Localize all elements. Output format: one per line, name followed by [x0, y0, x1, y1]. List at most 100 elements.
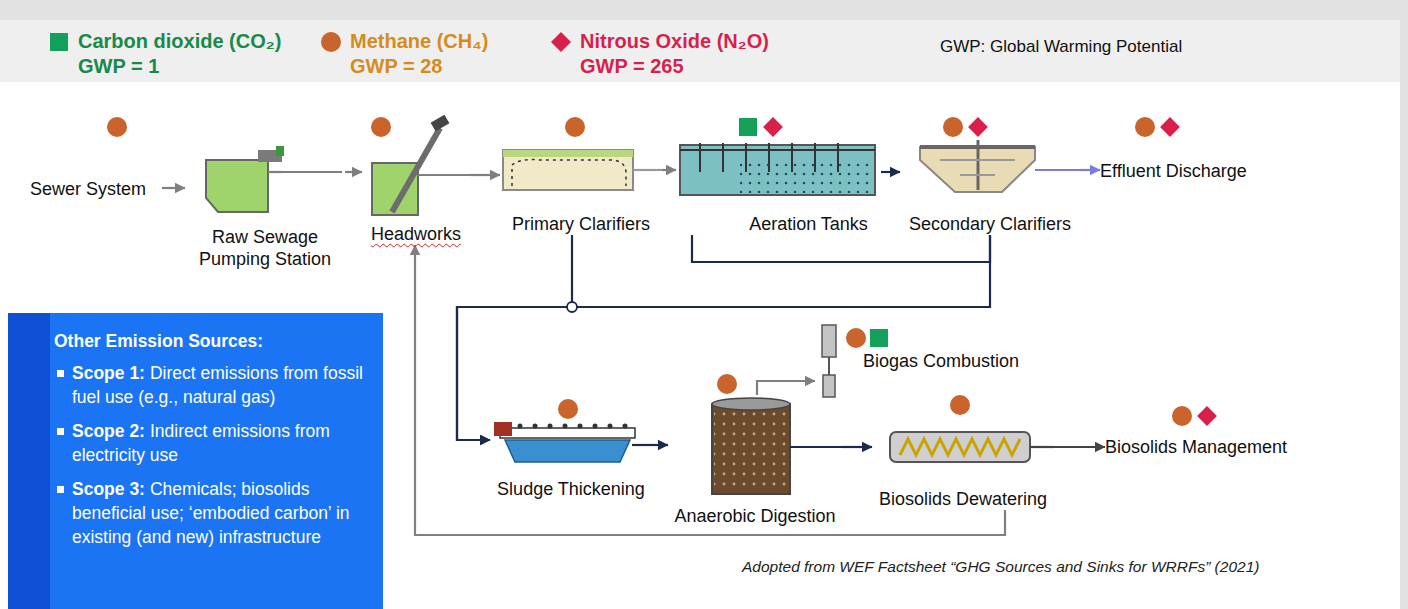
flow-connector: [757, 381, 815, 395]
pipe: [1035, 169, 1080, 171]
gwp-value: GWP = 1: [78, 54, 159, 78]
flow-connector: [692, 235, 990, 262]
belt-rollers: [518, 424, 628, 429]
unit-label: Raw Sewage Pumping Station: [185, 226, 345, 270]
digester-texture: [714, 412, 788, 492]
roller: [593, 424, 598, 429]
scope-name: Scope 3:: [72, 479, 145, 499]
feed-box: [494, 422, 512, 436]
legend-swatch: [320, 31, 342, 53]
methane-marker: [950, 395, 970, 415]
roller: [578, 424, 583, 429]
source-caption: Adopted from WEF Factsheet “GHG Sources …: [742, 557, 1259, 577]
unit-label: Sludge Thickening: [497, 478, 645, 500]
bar-screen: [392, 128, 440, 212]
unit-label: Biosolids Dewatering: [879, 488, 1047, 510]
unit-label: Anaerobic Digestion: [674, 505, 835, 527]
pipe: [790, 446, 842, 448]
co2-marker: [739, 118, 757, 136]
gwp-value: GWP = 28: [350, 54, 442, 78]
scope-name: Scope 2:: [72, 421, 145, 441]
process-unit: Secondary Clarifiers: [900, 135, 1080, 235]
legend-swatch: [48, 31, 70, 53]
methane-marker: [565, 117, 585, 137]
scope-name: Scope 1:: [72, 363, 145, 383]
flow-connector: [842, 446, 872, 448]
roller: [548, 424, 553, 429]
flow-connector: [1080, 169, 1100, 171]
flow-connector: [457, 235, 990, 440]
clarifier-rim: [503, 150, 633, 157]
methane-marker: [1135, 117, 1155, 137]
flow-connector: [345, 171, 362, 173]
aerator: [837, 143, 839, 172]
roller: [518, 424, 523, 429]
co2-marker: [870, 329, 888, 347]
methane-marker: [371, 117, 391, 137]
bullet-mark: [57, 486, 64, 493]
unit-label: Primary Clarifiers: [512, 213, 650, 235]
panel-heading: Other Emission Sources:: [54, 329, 369, 353]
digester-roof: [712, 398, 790, 410]
sludge-rake: [940, 160, 1015, 175]
aerator-beam: [680, 149, 875, 151]
info-panel: Other Emission Sources: Scope 1:Direct em…: [8, 313, 383, 609]
methane-marker: [1172, 406, 1192, 426]
flow-connector: [457, 235, 572, 440]
aerator: [699, 143, 701, 172]
methane-marker: [717, 374, 737, 394]
legend-text: Carbon dioxide (CO₂): [78, 29, 281, 53]
n2o-marker: [1160, 117, 1180, 137]
pipe: [633, 169, 662, 171]
roller: [533, 424, 538, 429]
pump-icon: [276, 146, 284, 156]
pipe: [418, 174, 472, 176]
legend-swatch: [550, 31, 572, 53]
roller: [608, 424, 613, 429]
pipe: [268, 171, 282, 173]
flow-connector: [652, 444, 668, 446]
n2o-marker: [763, 117, 783, 137]
centrifuge-screw: [900, 439, 1020, 455]
aerator: [722, 143, 724, 172]
methane-marker: [943, 117, 963, 137]
digester-icon: [712, 404, 790, 494]
unit-label: Secondary Clarifiers: [909, 213, 1071, 235]
frame-strip: [0, 0, 1408, 20]
process-unit: Biogas Combustion: [815, 322, 1025, 400]
bullet-item: Scope 1:Direct emissions from fossil fue…: [54, 361, 369, 409]
aeration-tank-icon: [680, 145, 875, 195]
process-unit: Effluent Discharge: [1100, 157, 1285, 185]
legend-note: GWP: Global Warming Potential: [940, 36, 1182, 58]
flow-connector: [881, 171, 900, 173]
flow-connector: [662, 169, 676, 171]
aerator: [814, 143, 816, 172]
screen-rake: [431, 115, 450, 132]
process-unit: Aeration Tanks: [676, 140, 881, 235]
primary-clarifier-icon: [503, 150, 633, 190]
process-unit: Biosolids Management: [1105, 432, 1325, 462]
flare-stack: [822, 325, 836, 357]
scraper-chain: [512, 160, 626, 186]
pump-station-icon: [206, 160, 268, 212]
legend-text: Nitrous Oxide (N₂O): [580, 29, 769, 53]
n2o-marker: [968, 117, 988, 137]
center-drive: [977, 140, 980, 190]
process-unit: Anaerobic Digestion: [668, 395, 842, 527]
flow-connector: [1054, 446, 1105, 448]
pipe: [1030, 446, 1054, 448]
gwp-value: GWP = 265: [580, 54, 684, 78]
n2o-marker: [1197, 406, 1217, 426]
flow-connector: [162, 187, 185, 189]
bullet-item: Scope 3:Chemicals; biosolids beneficial …: [54, 477, 369, 549]
unit-label: Effluent Discharge: [1100, 160, 1247, 182]
aerator: [745, 143, 747, 172]
process-unit: Sewer System: [30, 175, 162, 203]
legend-band: [0, 20, 1408, 82]
junction-dot: [567, 302, 577, 312]
process-unit: Raw Sewage Pumping Station: [185, 140, 345, 270]
flow-connector: [470, 174, 500, 176]
pipe: [632, 444, 652, 446]
methane-marker: [846, 328, 866, 348]
process-unit: Biosolids Dewatering: [872, 418, 1054, 510]
